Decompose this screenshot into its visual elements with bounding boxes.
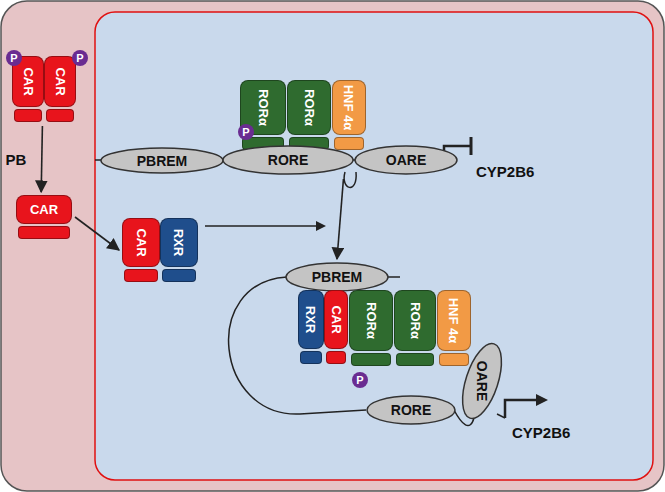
dna-element-ellipse: OARE bbox=[354, 145, 458, 175]
protein-lobe bbox=[162, 269, 196, 282]
phosphate-dot: P bbox=[352, 372, 368, 388]
protein-lobe bbox=[334, 137, 364, 150]
protein-body: RORα bbox=[287, 80, 331, 135]
translocation-arrow bbox=[205, 225, 318, 227]
protein-lobe bbox=[351, 353, 391, 366]
nucleus bbox=[95, 12, 653, 480]
protein-body: CAR bbox=[16, 195, 72, 224]
protein-body: RXR bbox=[298, 290, 324, 349]
protein-shape: HNF 4α bbox=[437, 290, 471, 366]
node-text: P bbox=[10, 52, 17, 64]
dna-element-ellipse: RORE bbox=[366, 395, 456, 425]
protein-lobe bbox=[439, 353, 469, 366]
protein-shape: CAR bbox=[16, 195, 72, 239]
protein-shape: RXR bbox=[160, 218, 198, 282]
protein-shape: RORα bbox=[394, 290, 436, 366]
dna-element-ellipse: PBREM bbox=[285, 262, 389, 292]
dna-element-ellipse: RORE bbox=[222, 145, 354, 175]
protein-lobe bbox=[14, 109, 42, 122]
phosphate-dot: P bbox=[6, 50, 22, 66]
node-text: RORα bbox=[255, 89, 270, 126]
protein-lobe bbox=[46, 109, 74, 122]
protein-body: CAR bbox=[324, 290, 348, 349]
phosphate-dot: P bbox=[238, 124, 254, 140]
node-text: RXR bbox=[304, 306, 319, 333]
protein-shape: CAR bbox=[44, 56, 76, 122]
arrow-connector bbox=[75, 217, 119, 250]
node-text: RORE bbox=[391, 402, 431, 418]
protein-lobe bbox=[18, 226, 70, 239]
node-text: RORα bbox=[407, 302, 422, 339]
protein-body: HNF 4α bbox=[332, 80, 366, 135]
node-text: OARE bbox=[386, 152, 426, 168]
protein-lobe bbox=[396, 353, 434, 366]
node-text: P bbox=[242, 126, 249, 138]
protein-body: RORα bbox=[349, 290, 393, 351]
active-promoter bbox=[505, 400, 538, 418]
node-text: PBREM bbox=[312, 269, 363, 285]
node-text: CAR bbox=[329, 305, 344, 333]
protein-shape: HNF 4α bbox=[332, 80, 366, 150]
arrow-head bbox=[536, 394, 548, 406]
node-text: OARE bbox=[474, 361, 490, 401]
node-text: CAR bbox=[52, 67, 67, 95]
node-text: RORE bbox=[268, 152, 308, 168]
node-text: CAR bbox=[133, 228, 148, 256]
protein-shape: CAR bbox=[324, 290, 348, 364]
dna-element-ellipse: OARE bbox=[462, 340, 502, 422]
gene-label: CYP2B6 bbox=[512, 424, 570, 441]
node-text: CAR bbox=[20, 67, 35, 95]
gene-label: CYP2B6 bbox=[476, 163, 534, 180]
node-text: P bbox=[356, 374, 363, 386]
dna-loop bbox=[229, 277, 366, 414]
arrow-connector bbox=[337, 179, 343, 259]
node-text: PBREM bbox=[137, 153, 188, 169]
node-text: CAR bbox=[30, 202, 58, 217]
blocked-promoter bbox=[470, 137, 473, 155]
arrow-connector bbox=[41, 126, 42, 192]
node-text: HNF 4α bbox=[342, 85, 357, 131]
node-text: HNF 4α bbox=[447, 298, 462, 344]
dna-element-ellipse: PBREM bbox=[100, 147, 224, 174]
protein-lobe bbox=[300, 351, 322, 364]
protein-lobe bbox=[326, 351, 346, 364]
protein-shape: RORα bbox=[349, 290, 393, 366]
protein-shape: RXR bbox=[298, 290, 324, 364]
node-text: RXR bbox=[171, 229, 186, 256]
protein-body: HNF 4α bbox=[437, 290, 471, 351]
phosphate-dot: P bbox=[72, 50, 88, 66]
node-text: RORα bbox=[363, 302, 378, 339]
protein-body: RORα bbox=[394, 290, 436, 351]
protein-shape: CAR bbox=[122, 218, 160, 282]
protein-shape: RORα bbox=[287, 80, 331, 150]
protein-body: CAR bbox=[44, 56, 76, 107]
dna-loop bbox=[344, 172, 356, 187]
dna-strand bbox=[388, 276, 400, 278]
protein-lobe bbox=[124, 269, 158, 282]
arrow-head bbox=[316, 221, 326, 231]
node-text: RORα bbox=[301, 89, 316, 126]
protein-body: RXR bbox=[160, 218, 198, 267]
protein-body: CAR bbox=[122, 218, 160, 267]
edge-label: PB bbox=[5, 151, 26, 168]
protein-shape: CAR bbox=[12, 56, 44, 122]
node-text: P bbox=[76, 52, 83, 64]
